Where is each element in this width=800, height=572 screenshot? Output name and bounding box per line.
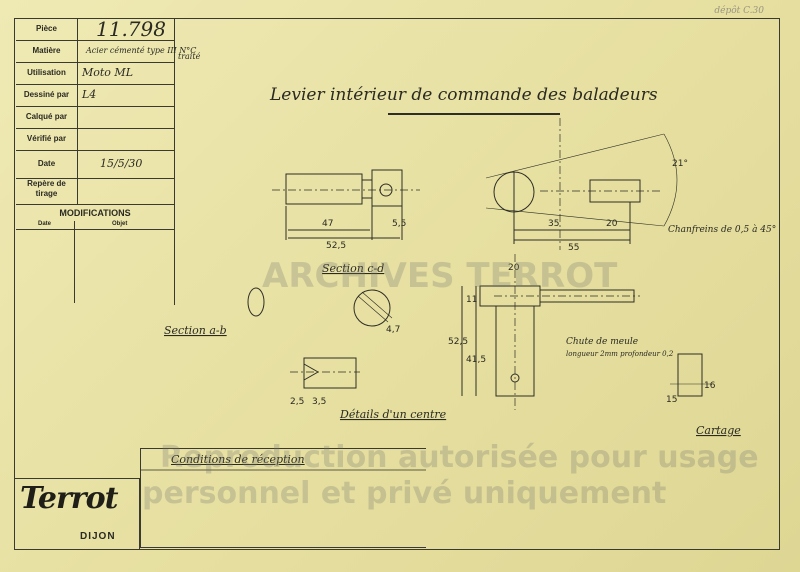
- piece-number: 11.798: [96, 17, 166, 41]
- rod-head: [371, 169, 403, 207]
- dim-16: 16: [704, 381, 716, 391]
- dim-47: 47: [322, 219, 333, 229]
- tb-row-matiere: Matière Acier cémenté type III N°C: [16, 40, 196, 63]
- drawing-frame: [14, 18, 780, 550]
- tb-label: Vérifié par: [16, 128, 78, 150]
- tb-label: Repère de tirage: [16, 178, 78, 204]
- utilisation-value: Moto ML: [82, 66, 133, 79]
- label-chanfrein: Chanfreins de 0,5 à 45°: [668, 224, 776, 235]
- watermark-center: ARCHIVES TERROT: [262, 256, 618, 296]
- cartage-detail: [677, 353, 703, 397]
- dim-20-b: 20: [508, 263, 520, 273]
- watermark-line1: Reproduction autorisée pour usage: [160, 440, 759, 475]
- dim-55: 55: [568, 243, 579, 253]
- modifications-block: MODIFICATIONS Date Objet: [16, 204, 175, 305]
- dim-5-5: 5,5: [392, 219, 406, 229]
- section-ab: [247, 287, 265, 317]
- tb-row-calque: Calqué par: [16, 106, 174, 129]
- conditions-box: Conditions de réception: [140, 448, 426, 548]
- tb-label: Utilisation: [16, 62, 78, 84]
- drawing-title: Levier intérieur de commande des baladeu…: [269, 85, 658, 105]
- dim-4-7: 4,7: [386, 325, 400, 335]
- dim-52-5: 52,5: [326, 241, 346, 251]
- logo-brand: Terrot: [20, 481, 118, 516]
- tb-row-verifie: Vérifié par: [16, 128, 174, 151]
- dim-52-5-b: 52,5: [448, 337, 468, 347]
- centre-detail: [303, 357, 357, 389]
- section-cd: [353, 289, 391, 327]
- dim-41-5: 41,5: [466, 355, 486, 365]
- tb-label: Pièce: [16, 18, 78, 40]
- label-chute: Chute de meule: [566, 337, 638, 347]
- dim-15: 15: [666, 395, 677, 405]
- title-block: Pièce 11.798 Matière Acier cémenté type …: [16, 18, 196, 204]
- matiere-value: Acier cémenté type III N°C: [86, 46, 197, 55]
- dim-20: 20: [606, 219, 618, 229]
- conditions-label: Conditions de réception: [171, 453, 305, 466]
- dim-21-deg: 21°: [672, 159, 688, 169]
- tb-label: Date: [16, 150, 78, 178]
- terrot-logo: Terrot DIJON: [14, 478, 140, 550]
- archive-stamp: dépôt C.30: [714, 6, 764, 16]
- col-date: Date: [38, 221, 52, 227]
- tb-label: Calqué par: [16, 106, 78, 128]
- rod-outline: [285, 173, 363, 205]
- tb-row-date: Date 15/5/30: [16, 150, 174, 179]
- label-section-cd: Section c-d: [322, 262, 384, 275]
- col-objet: Objet: [112, 221, 128, 227]
- tb-row-repere: Repère de tirage: [16, 178, 174, 204]
- modifications-title: MODIFICATIONS: [59, 208, 131, 218]
- tb-label: Matière: [16, 40, 78, 62]
- tb-row-utilisation: Utilisation Moto ML: [16, 62, 174, 85]
- dim-35: 35: [548, 219, 559, 229]
- label-chute-detail: longueur 2mm profondeur 0,2: [566, 350, 674, 358]
- traite-note: traité: [178, 52, 201, 61]
- dim-11: 11: [466, 295, 477, 305]
- logo-city: DIJON: [80, 531, 116, 542]
- label-details-centre: Détails d'un centre: [339, 408, 447, 421]
- label-section-ab: Section a-b: [164, 324, 227, 337]
- dim-2-5: 2,5: [290, 397, 304, 407]
- divider: [16, 229, 174, 230]
- date-value: 15/5/30: [100, 157, 143, 170]
- label-cartage: Cartage: [696, 424, 741, 437]
- divider: [74, 221, 75, 303]
- tb-label: Dessiné par: [16, 84, 78, 106]
- tb-row-dessine: Dessiné par L4: [16, 84, 174, 107]
- tb-row-piece: Pièce 11.798: [16, 18, 174, 41]
- dessine-value: L4: [82, 88, 97, 101]
- watermark-line2: personnel et privé uniquement: [142, 476, 667, 511]
- dim-3-5: 3,5: [312, 397, 326, 407]
